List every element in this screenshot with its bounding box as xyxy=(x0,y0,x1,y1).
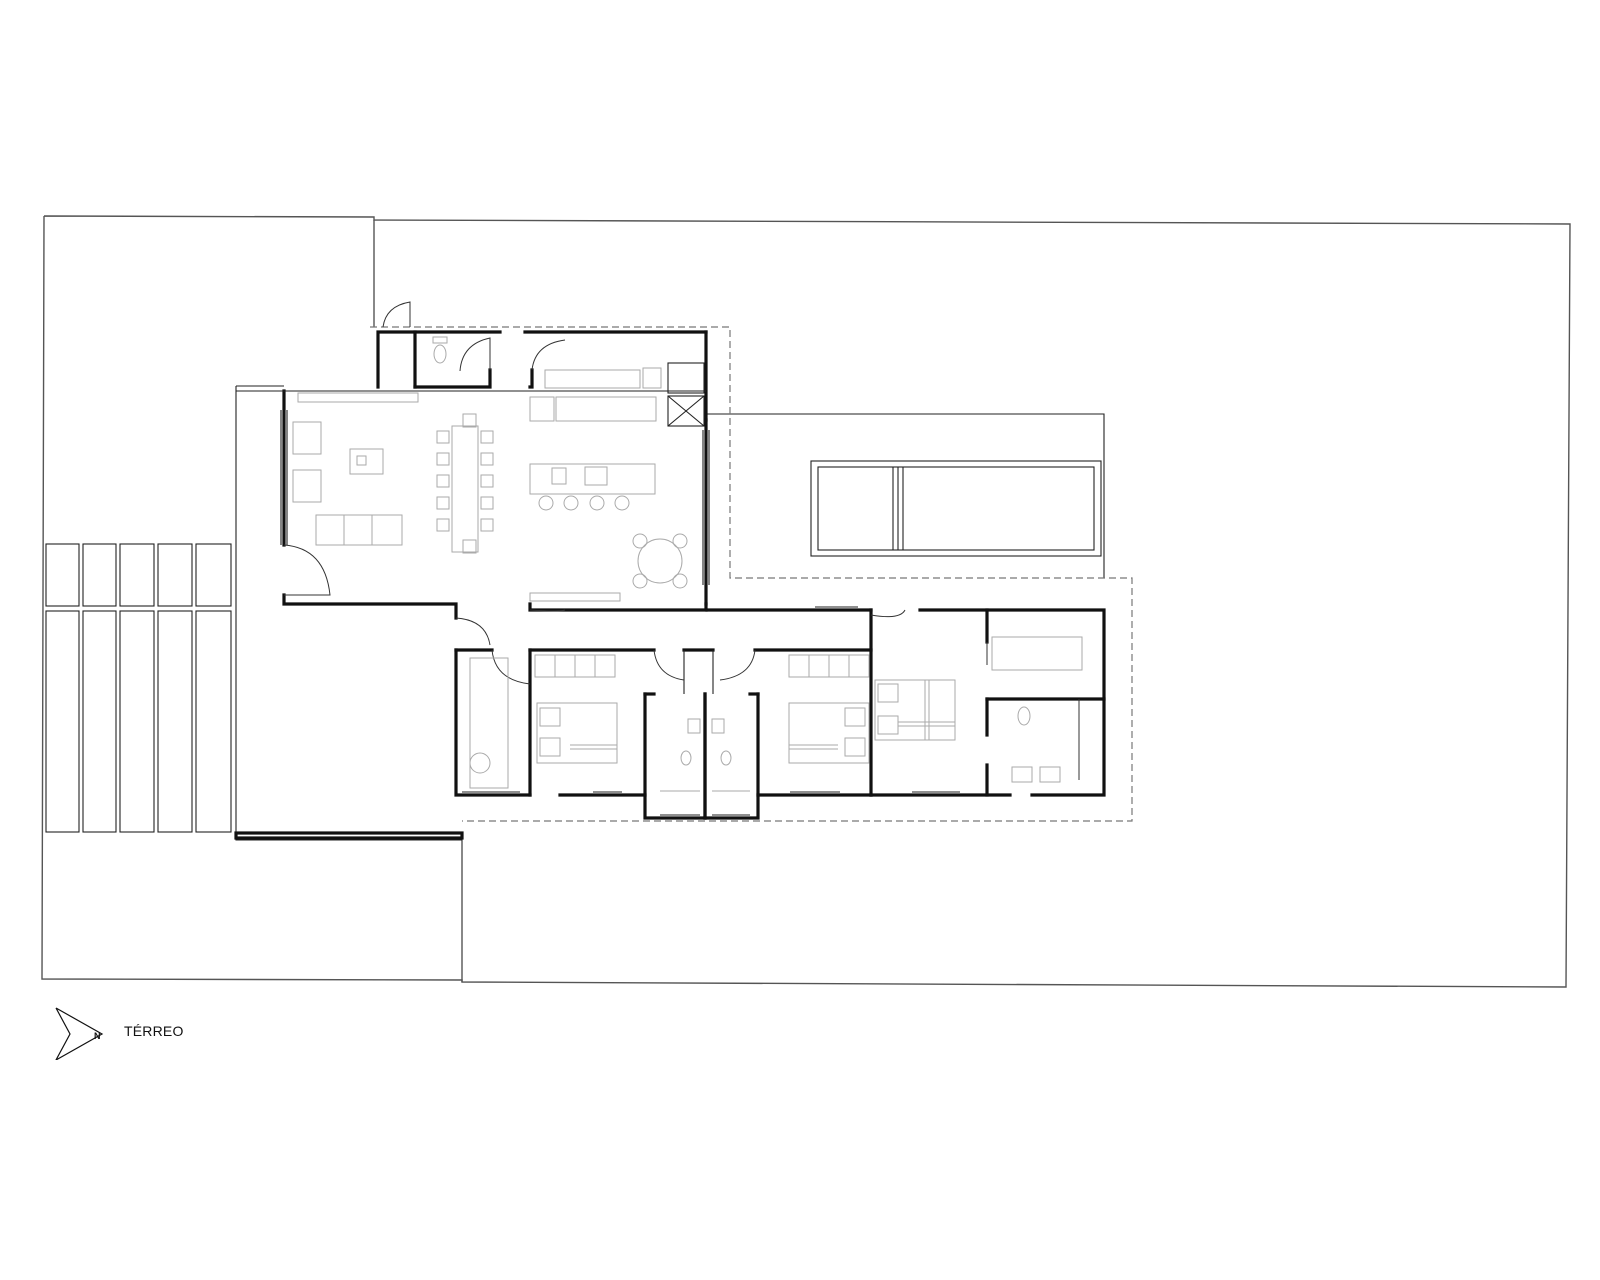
lot-boundary xyxy=(41,215,1571,988)
pool xyxy=(810,460,1102,557)
bathroom-fixtures xyxy=(660,706,1061,792)
floor-label: TÉRREO xyxy=(124,1023,184,1039)
svg-text:N: N xyxy=(94,1031,101,1041)
living-furniture xyxy=(292,413,494,554)
doors xyxy=(283,301,1080,780)
parking-spaces xyxy=(45,543,232,833)
terrace-outline xyxy=(234,326,1133,841)
north-arrow-icon: N xyxy=(55,1007,104,1060)
bedroom-furniture xyxy=(469,636,1083,789)
kitchen-furniture xyxy=(297,367,688,602)
house-walls xyxy=(236,330,1106,820)
service-toilet xyxy=(432,336,448,364)
windows xyxy=(280,410,960,816)
